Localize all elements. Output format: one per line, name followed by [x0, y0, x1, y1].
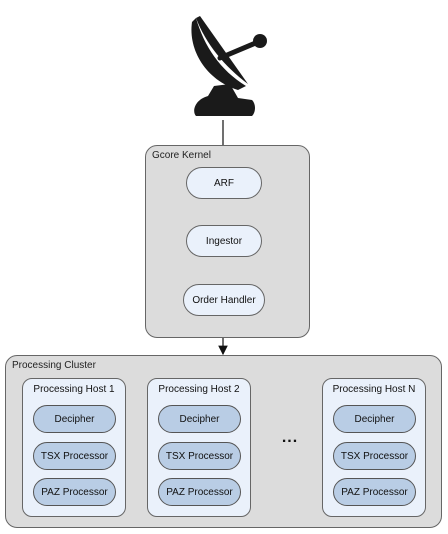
processing-host-2: Processing Host 2 Decipher TSX Processor…	[147, 378, 251, 517]
more-hosts-ellipsis: ...	[281, 429, 299, 446]
paz-processor-node: PAZ Processor	[33, 478, 116, 506]
processing-cluster-group: Processing Cluster Processing Host 1 Dec…	[5, 355, 442, 528]
tsx-processor-node: TSX Processor	[333, 442, 416, 470]
gcore-kernel-group: Gcore Kernel ARF Ingestor Order Handler	[145, 145, 310, 338]
gcore-kernel-title: Gcore Kernel	[152, 150, 211, 161]
ingestor-node: Ingestor	[186, 225, 262, 257]
order-handler-node: Order Handler	[183, 284, 265, 316]
processing-host-1: Processing Host 1 Decipher TSX Processor…	[22, 378, 126, 517]
paz-processor-node: PAZ Processor	[333, 478, 416, 506]
processing-host-2-title: Processing Host 2	[158, 384, 240, 395]
tsx-processor-node: TSX Processor	[33, 442, 116, 470]
arf-node: ARF	[186, 167, 262, 199]
processing-host-1-title: Processing Host 1	[33, 384, 115, 395]
processing-host-n: Processing Host N Decipher TSX Processor…	[322, 378, 426, 517]
decipher-node: Decipher	[158, 405, 241, 433]
decipher-node: Decipher	[333, 405, 416, 433]
satellite-dish-icon	[191, 16, 267, 116]
decipher-node: Decipher	[33, 405, 116, 433]
processing-cluster-title: Processing Cluster	[12, 360, 96, 371]
processing-host-n-title: Processing Host N	[332, 384, 416, 395]
paz-processor-node: PAZ Processor	[158, 478, 241, 506]
tsx-processor-node: TSX Processor	[158, 442, 241, 470]
